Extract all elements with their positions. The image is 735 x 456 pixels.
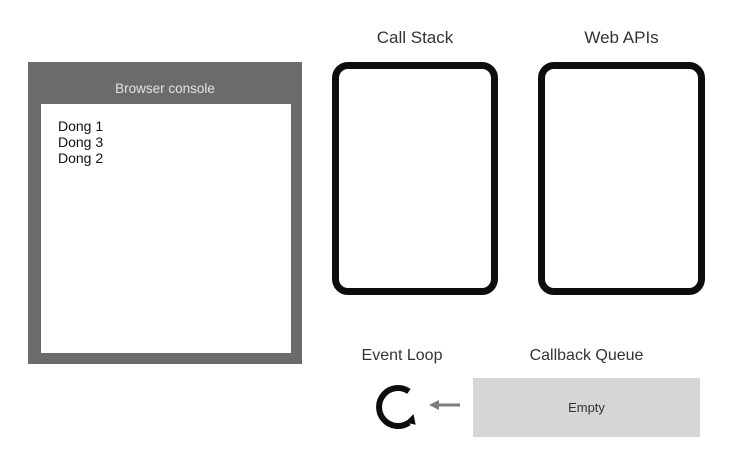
callback-queue-box: Empty (473, 378, 700, 437)
call-stack-box (332, 62, 498, 295)
event-loop-icon (374, 383, 422, 431)
browser-console-output: Dong 1 Dong 3 Dong 2 (41, 104, 291, 353)
web-apis-label: Web APIs (538, 28, 705, 48)
callback-queue-status: Empty (568, 400, 605, 415)
browser-console-title: Browser console (28, 81, 302, 96)
console-log-line: Dong 1 (58, 118, 291, 134)
left-arrow-icon (429, 398, 461, 412)
browser-console-window: Browser console Dong 1 Dong 3 Dong 2 (28, 62, 302, 364)
console-log-line: Dong 2 (58, 150, 291, 166)
console-log-line: Dong 3 (58, 134, 291, 150)
callback-queue-label: Callback Queue (473, 347, 700, 365)
call-stack-label: Call Stack (332, 28, 498, 48)
event-loop-label: Event Loop (332, 347, 472, 365)
web-apis-box (538, 62, 705, 295)
